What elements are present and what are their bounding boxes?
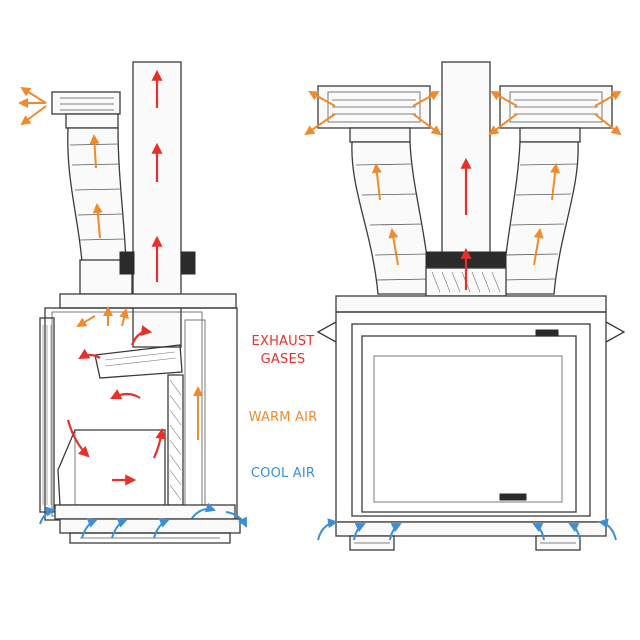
legend-cool-air: COOL AIR bbox=[251, 466, 315, 481]
exhaust-arrow bbox=[110, 389, 141, 399]
warm-air-arrow bbox=[76, 315, 96, 328]
cool-air-arrows bbox=[39, 502, 617, 541]
cool-air-arrow bbox=[225, 511, 247, 528]
exhaust-arrow bbox=[66, 419, 90, 458]
warm-air-arrow bbox=[412, 113, 442, 136]
warm-air-arrow bbox=[92, 203, 103, 239]
legend: EXHAUST GASES WARM AIR COOL AIR bbox=[249, 334, 318, 481]
warm-air-arrow bbox=[371, 163, 382, 201]
top-plate-front bbox=[335, 295, 607, 313]
front-view bbox=[316, 61, 626, 551]
cool-air-arrow bbox=[81, 518, 98, 539]
warm-air-arrow bbox=[388, 228, 399, 266]
warm-air-arrow bbox=[119, 308, 129, 327]
warm-air-arrow bbox=[550, 163, 561, 201]
warm-air-arrow bbox=[89, 134, 100, 169]
cool-air-arrow bbox=[598, 518, 617, 541]
flexible-duct-front-right bbox=[501, 141, 579, 295]
exhaust-arrows bbox=[66, 69, 472, 486]
warm-air-arrows bbox=[18, 86, 622, 440]
cool-air-arrow bbox=[153, 518, 170, 539]
cool-air-arrow bbox=[353, 523, 366, 541]
legend-warm-air: WARM AIR bbox=[249, 410, 318, 425]
flexible-duct-front-left bbox=[351, 141, 431, 295]
warm-air-arrow bbox=[308, 91, 336, 107]
collar-side bbox=[59, 251, 237, 309]
exhaust-arrow bbox=[78, 348, 101, 360]
exhaust-arrow bbox=[153, 427, 167, 459]
warm-air-arrow bbox=[490, 91, 518, 107]
cool-air-arrow bbox=[317, 518, 338, 541]
warm-air-arrow bbox=[20, 86, 47, 104]
warm-air-arrow bbox=[594, 113, 622, 136]
cool-air-arrow bbox=[191, 502, 216, 519]
fireplace-body-front bbox=[316, 311, 626, 523]
base-front bbox=[335, 521, 607, 551]
glass-door-front bbox=[361, 329, 577, 513]
exhaust-arrow bbox=[130, 325, 153, 346]
warm-air-arrow bbox=[304, 113, 336, 136]
cool-air-arrow bbox=[389, 523, 402, 541]
cool-air-arrow bbox=[39, 506, 56, 525]
warm-air-arrow bbox=[594, 91, 622, 107]
side-section-view bbox=[39, 61, 241, 544]
warm-air-outlet-side bbox=[51, 91, 121, 129]
warm-air-outlet-front-left bbox=[317, 85, 431, 143]
warm-air-outlet-front-right bbox=[499, 85, 613, 143]
cool-air-arrow bbox=[568, 523, 581, 541]
flexible-duct-side bbox=[67, 127, 127, 263]
legend-exhaust-line2: GASES bbox=[261, 352, 306, 367]
warm-air-arrow bbox=[20, 105, 47, 126]
warm-air-arrow bbox=[488, 113, 518, 136]
cool-air-arrow bbox=[532, 523, 545, 541]
warm-air-arrow bbox=[412, 91, 440, 107]
legend-exhaust-line1: EXHAUST bbox=[252, 334, 315, 349]
cool-air-arrow bbox=[111, 518, 128, 539]
warm-air-arrow bbox=[533, 228, 544, 266]
